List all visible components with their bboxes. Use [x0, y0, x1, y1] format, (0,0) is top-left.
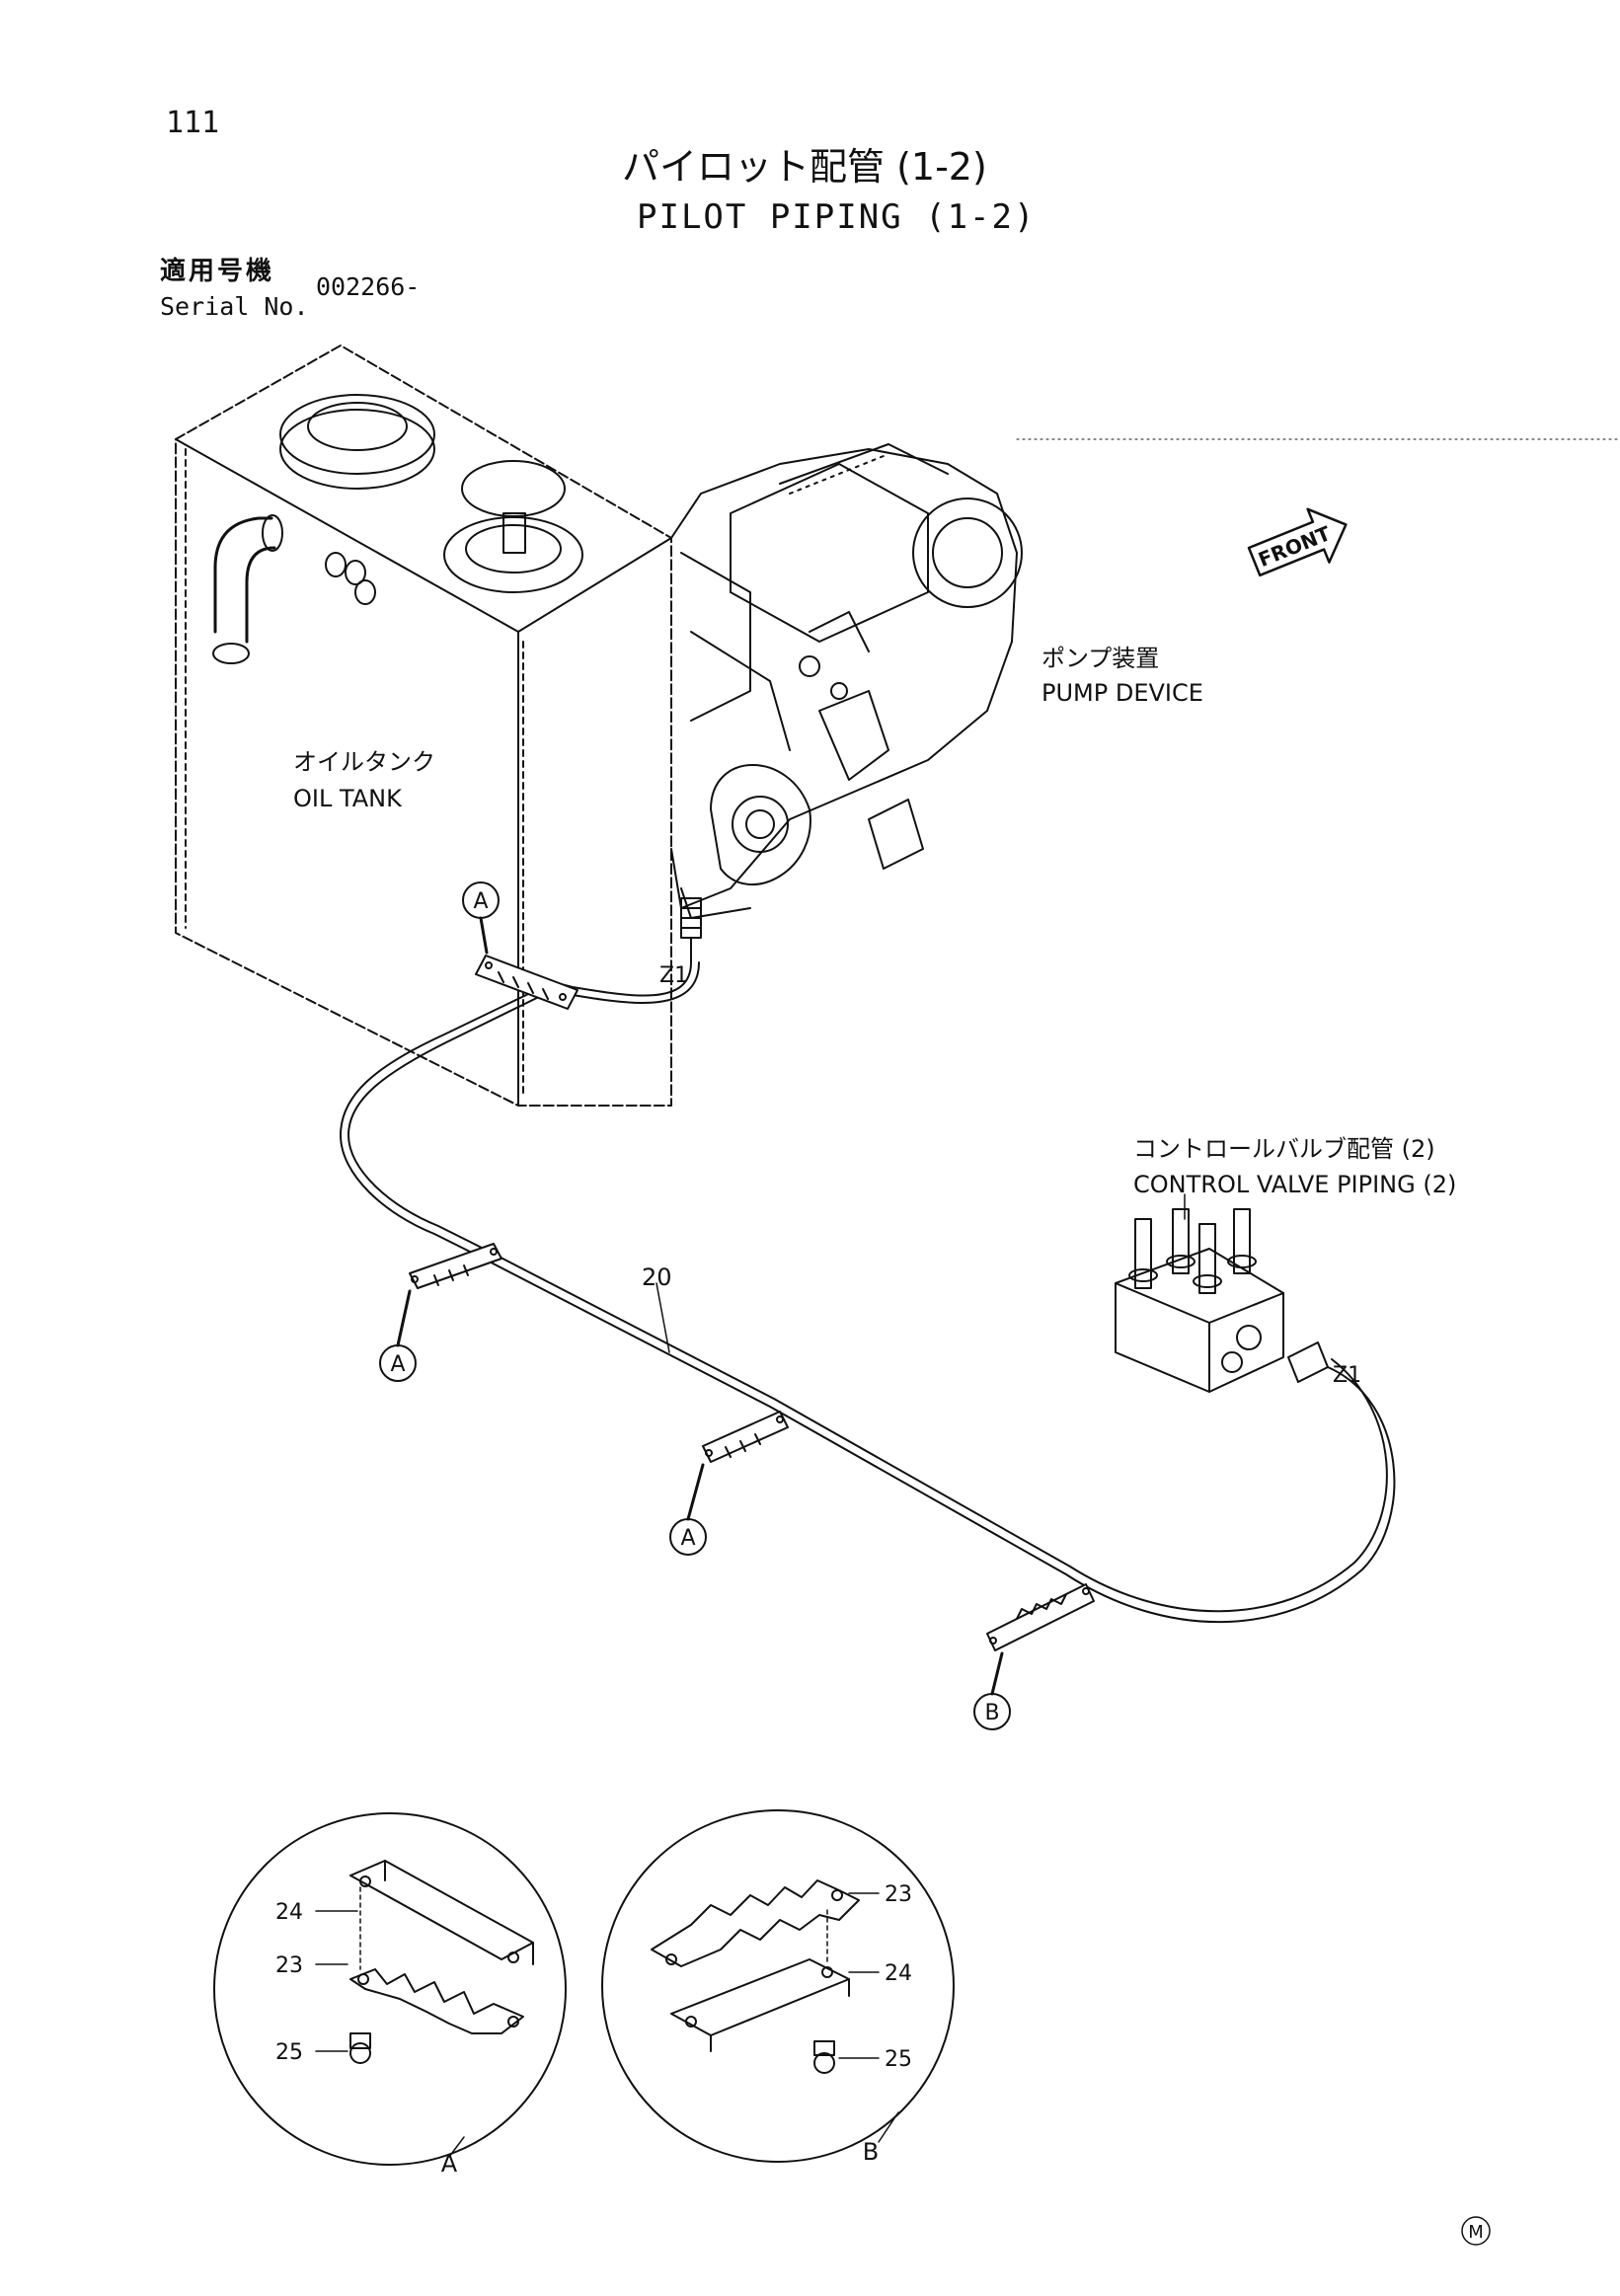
detail-a-part-2: 23 [275, 1953, 303, 1978]
m-mark: M [1461, 2216, 1491, 2246]
detail-a: 24 23 25 A [213, 1812, 567, 2178]
valve-fitting [1287, 1341, 1329, 1383]
callout-a-2: A [379, 1289, 417, 1382]
front-arrow: FRONT [1247, 507, 1348, 577]
callout-b: B [973, 1651, 1011, 1730]
oil-tank-label-en: OIL TANK [293, 785, 402, 812]
serial-number-value: 002266- [316, 272, 421, 301]
oil-tank-label-jp: オイルタンク [293, 748, 435, 776]
control-valve-block [1115, 1193, 1284, 1393]
pump-fitting [680, 897, 702, 963]
pilot-pipe [340, 961, 1396, 1624]
svg-text:A: A [390, 1352, 405, 1377]
detail-a-part-1: 24 [275, 1900, 303, 1925]
title-english: PILOT PIPING (1-2) [637, 197, 1037, 237]
port-label-valve: Z1 [1333, 1363, 1361, 1388]
callout-a-1: A [462, 881, 500, 955]
pipe-leader-line [656, 1282, 670, 1353]
title-japanese: パイロット配管 (1-2) [622, 145, 987, 189]
pump-device-label-en: PUMP DEVICE [1041, 679, 1203, 707]
svg-text:B: B [984, 1701, 999, 1725]
oil-tank [175, 344, 672, 1107]
clamp-2 [409, 1243, 502, 1289]
svg-text:A: A [680, 1526, 695, 1551]
serial-label-english: Serial No. [160, 292, 309, 321]
serial-label-japanese: 適用号機 [160, 257, 275, 286]
detail-b: 23 24 25 B [601, 1809, 955, 2166]
svg-text:M: M [1468, 2222, 1484, 2243]
detail-b-part-3: 25 [885, 2047, 912, 2072]
svg-text:A: A [473, 889, 488, 914]
control-valve-label-en: CONTROL VALVE PIPING (2) [1133, 1171, 1457, 1198]
clamp-4 [986, 1583, 1095, 1651]
detail-a-part-3: 25 [275, 2040, 303, 2065]
callout-a-3: A [669, 1463, 707, 1556]
clamp-3 [702, 1411, 789, 1463]
clamp-1 [475, 955, 579, 1010]
pump-device [670, 443, 1023, 919]
control-valve-label-jp: コントロールバルブ配管 (2) [1133, 1135, 1435, 1163]
pump-device-label-jp: ポンプ装置 [1041, 645, 1160, 672]
detail-a-name: A [441, 2150, 458, 2178]
page-number: 111 [166, 106, 220, 140]
detail-b-part-1: 23 [885, 1882, 912, 1907]
detail-b-part-2: 24 [885, 1961, 912, 1986]
detail-b-name: B [863, 2138, 879, 2166]
